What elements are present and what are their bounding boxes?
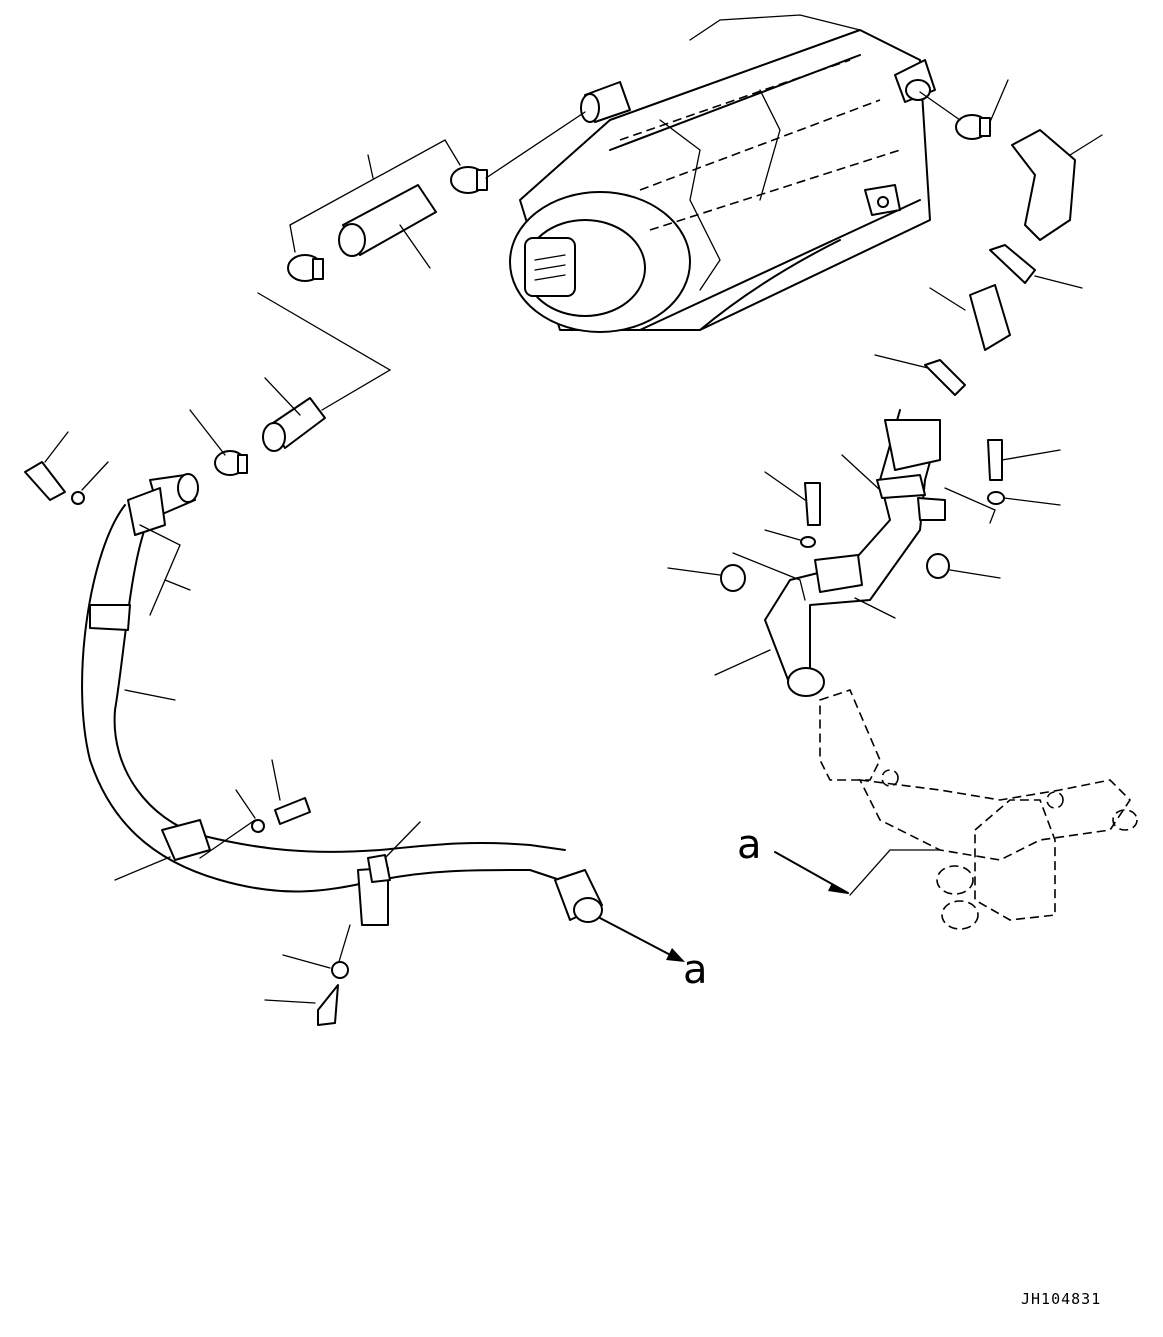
reference-letter-right: a (737, 822, 762, 868)
drawing-number: JH104831 (1021, 1290, 1102, 1308)
top-left-hose-group (189, 111, 586, 476)
right-hose-group (667, 79, 1103, 697)
heater-unit (509, 14, 936, 333)
left-fasteners (24, 431, 349, 1026)
left-main-hose: a (81, 473, 708, 993)
valve-manifold: a (737, 689, 1138, 930)
reference-letter-left: a (683, 947, 708, 993)
